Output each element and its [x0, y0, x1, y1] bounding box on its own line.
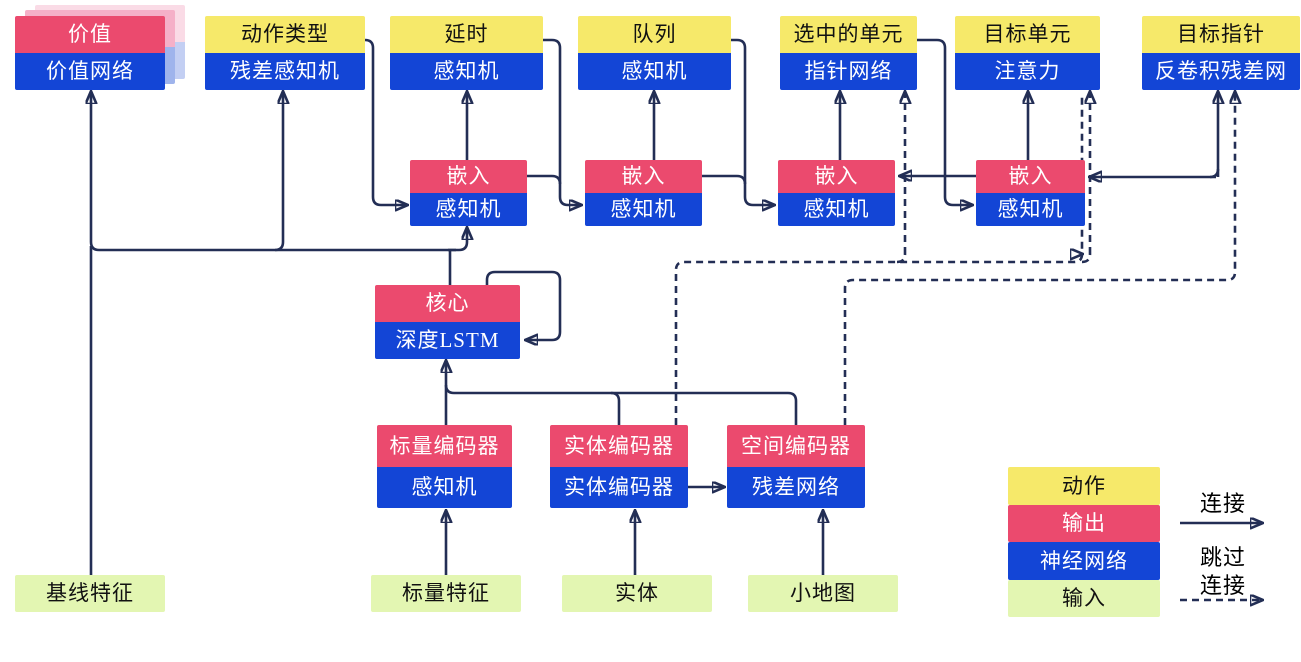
legend-row-green-label: 输入 [1008, 580, 1160, 617]
edge-core-to-value [91, 92, 456, 252]
legend-solid-arrow-label: 连接 [1199, 491, 1246, 516]
node-input-minimap: 小地图 [748, 575, 898, 612]
node-queue-network: 感知机 [578, 53, 731, 90]
node-target-point: 目标指针反卷积残差网 [1142, 16, 1300, 90]
node-action-type: 动作类型残差感知机 [205, 16, 365, 90]
edge-embed1-pink-merge [527, 174, 562, 185]
node-scalar-encoder-network: 感知机 [377, 467, 512, 508]
edge-selectedunits-to-embed4 [917, 38, 972, 205]
edge-core-to-embed1 [448, 228, 467, 252]
node-embed-1: 嵌入感知机 [410, 160, 527, 226]
node-embed-2: 嵌入感知机 [585, 160, 702, 226]
node-spatial-encoder: 空间编码器残差网络 [727, 425, 865, 508]
node-target-unit-title: 目标单元 [955, 16, 1100, 53]
node-action-type-network: 残差感知机 [205, 53, 365, 90]
node-input-entities: 实体 [562, 575, 712, 612]
node-queue: 队列感知机 [578, 16, 731, 90]
node-target-unit-network: 注意力 [955, 53, 1100, 90]
node-embed-4-title: 嵌入 [976, 160, 1085, 193]
legend-row-pink-label: 输出 [1008, 505, 1160, 542]
legend-row-yellow-label: 动作 [1008, 467, 1160, 505]
node-scalar-encoder-title: 标量编码器 [377, 425, 512, 467]
node-selected-units: 选中的单元指针网络 [780, 16, 917, 90]
node-input-scalar-features: 标量特征 [371, 575, 521, 612]
node-embed-4: 嵌入感知机 [976, 160, 1085, 226]
node-input-minimap-label: 小地图 [748, 575, 898, 612]
legend-skip-arrow-label-line2: 连接 [1199, 573, 1246, 598]
node-entity-encoder: 实体编码器实体编码器 [550, 425, 688, 508]
node-value: 价值价值网络 [15, 16, 165, 90]
node-delay: 延时感知机 [390, 16, 543, 90]
node-action-type-title: 动作类型 [205, 16, 365, 53]
edge-queue-to-embed3 [731, 38, 774, 205]
edge-fork-curve-actiontype [274, 241, 285, 252]
legend-skip-arrow-label-line1: 跳过 [1199, 545, 1246, 570]
legend-row-yellow: 动作 [1008, 467, 1160, 505]
node-target-point-network: 反卷积残差网 [1142, 53, 1300, 90]
node-target-point-title: 目标指针 [1142, 16, 1300, 53]
node-spatial-encoder-title: 空间编码器 [727, 425, 865, 467]
node-target-unit: 目标单元注意力 [955, 16, 1100, 90]
node-embed-2-title: 嵌入 [585, 160, 702, 193]
node-selected-units-network: 指针网络 [780, 53, 917, 90]
node-queue-title: 队列 [578, 16, 731, 53]
skip-entity-to-targetunit [674, 96, 1082, 425]
node-entity-encoder-title: 实体编码器 [550, 425, 688, 467]
edge-core-self-loop [485, 270, 562, 340]
node-embed-3: 嵌入感知机 [778, 160, 895, 226]
node-core-title: 核心 [375, 285, 520, 322]
node-core: 核心深度LSTM [375, 285, 520, 359]
edge-delay-to-embed2 [543, 38, 581, 205]
node-core-network: 深度LSTM [375, 322, 520, 359]
node-value-title: 价值 [15, 16, 165, 53]
node-delay-network: 感知机 [390, 53, 543, 90]
skip-fork-curve [896, 253, 907, 264]
node-embed-3-title: 嵌入 [778, 160, 895, 193]
node-delay-title: 延时 [390, 16, 543, 53]
edge-entityencoder-up [610, 391, 621, 425]
node-input-baseline-features-label: 基线特征 [15, 575, 165, 612]
skip-spatial-to-targetpoint [843, 92, 1235, 425]
edge-actiontype-to-embed1 [364, 38, 407, 205]
node-scalar-encoder: 标量编码器感知机 [377, 425, 512, 508]
node-input-scalar-features-label: 标量特征 [371, 575, 521, 612]
node-embed-2-network: 感知机 [585, 193, 702, 226]
edge-spatialencoder-up [787, 391, 798, 425]
legend-row-blue-label: 神经网络 [1008, 542, 1160, 580]
node-spatial-encoder-network: 残差网络 [727, 467, 865, 508]
node-value-network: 价值网络 [15, 53, 165, 90]
legend-row-green: 输入 [1008, 580, 1160, 617]
skip-entity-arrow [1082, 92, 1090, 254]
node-embed-4-network: 感知机 [976, 193, 1085, 226]
node-input-entities-label: 实体 [562, 575, 712, 612]
node-selected-units-title: 选中的单元 [780, 16, 917, 53]
skip-entity-corner [1081, 253, 1092, 264]
node-entity-encoder-network: 实体编码器 [550, 467, 688, 508]
node-embed-1-title: 嵌入 [410, 160, 527, 193]
legend-row-pink: 输出 [1008, 505, 1160, 542]
node-input-baseline-features: 基线特征 [15, 575, 165, 612]
edge-encoder-bus-corner [444, 384, 455, 395]
node-embed-1-network: 感知机 [410, 193, 527, 226]
legend-row-blue: 神经网络 [1008, 542, 1160, 580]
node-embed-3-network: 感知机 [778, 193, 895, 226]
edge-embed2-pink-merge [702, 174, 747, 185]
